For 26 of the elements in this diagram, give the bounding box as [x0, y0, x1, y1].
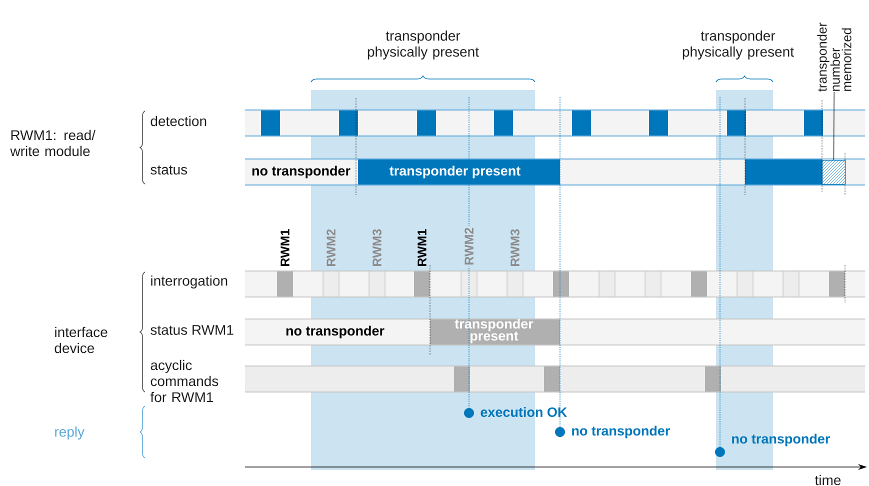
state-text: transponder present — [454, 318, 534, 344]
track-label: status RWM1 — [150, 325, 234, 335]
state-text: no transponder — [286, 326, 384, 338]
reply-text: no transponder — [572, 426, 670, 438]
slot-label: RWM1 — [280, 229, 290, 266]
state-text: transponder present — [390, 166, 520, 178]
slot-label: RWM2 — [463, 226, 475, 267]
annotation: transponder number memorized — [817, 22, 852, 92]
slot-label: RWM3 — [372, 229, 382, 266]
hatched-block — [822, 160, 846, 185]
reply-text: no transponder — [732, 434, 830, 446]
track-label: interrogation — [151, 275, 228, 289]
track-label: status — [150, 165, 188, 175]
track-label: detection — [150, 116, 206, 126]
group-label: RWM1: read/ write module — [10, 130, 96, 156]
reply-text: execution OK — [480, 407, 568, 417]
slot-label: RWM3 — [510, 229, 520, 266]
annotation: transponder physically present — [682, 30, 794, 60]
track-label: acyclic commands for RWM1 — [150, 360, 218, 402]
group-label: interface device — [54, 326, 108, 354]
axis-label: time — [815, 474, 841, 486]
state-text: no transponder — [252, 166, 350, 178]
slot-label: RWM1 — [418, 229, 426, 266]
group-label: reply — [55, 426, 85, 440]
annotation: transponder physically present — [368, 30, 479, 60]
slot-label: RWM2 — [326, 229, 336, 266]
